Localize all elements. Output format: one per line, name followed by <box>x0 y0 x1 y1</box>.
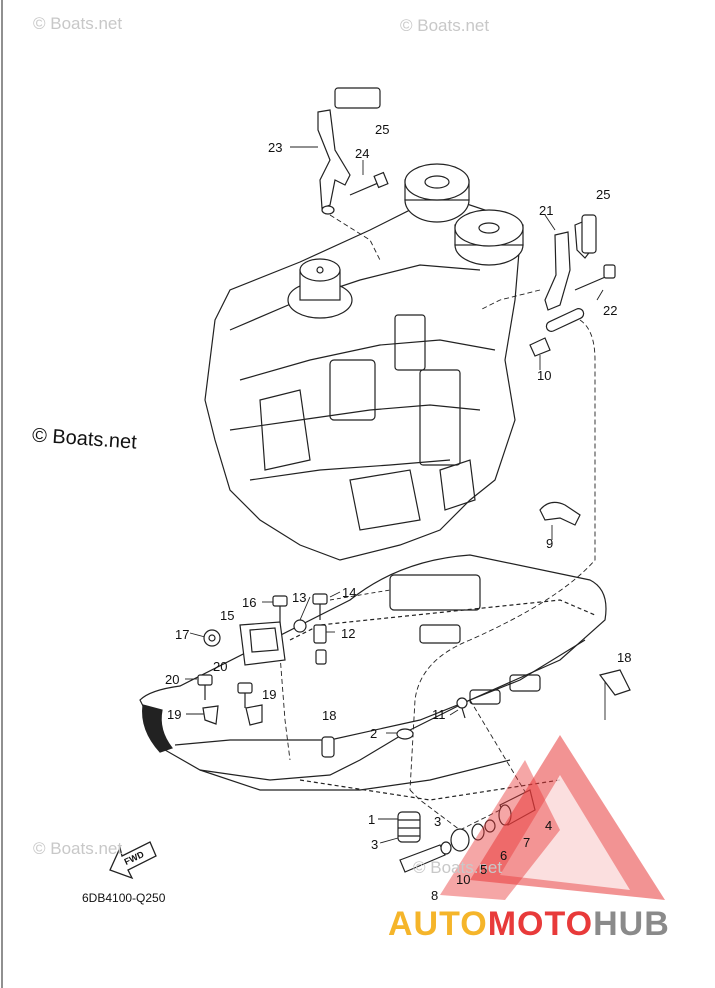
callout-13: 13 <box>292 590 307 605</box>
leader-lines <box>185 146 606 844</box>
grommet-17 <box>203 629 221 647</box>
callout-24: 24 <box>355 146 370 161</box>
automotohub-logo-mark <box>440 735 665 900</box>
callout-3-left: 3 <box>371 837 379 852</box>
callout-10-top: 10 <box>537 368 552 383</box>
callout-18-right: 18 <box>617 650 632 665</box>
plug-18-left <box>321 736 335 758</box>
callout-6: 6 <box>500 848 508 863</box>
watermark-top-left: © Boats.net <box>33 14 123 33</box>
bottom-cowling <box>139 554 607 801</box>
callout-2: 2 <box>370 726 378 741</box>
callout-4: 4 <box>545 818 553 833</box>
engine-block <box>204 199 521 561</box>
bracket-21 <box>544 214 597 311</box>
cam-pulley-right <box>404 163 470 223</box>
callout-1: 1 <box>368 812 376 827</box>
automotohub-logo-text: AUTOMOTOHUB <box>388 905 670 944</box>
callout-7: 7 <box>523 835 531 850</box>
bracket-15 <box>239 621 286 666</box>
hose-8 <box>399 844 446 873</box>
watermark-bottom-left: © Boats.net <box>33 839 123 858</box>
bolts-20 <box>197 674 253 708</box>
cam-pulley-left <box>287 258 353 319</box>
callout-21: 21 <box>539 203 554 218</box>
brand-part-hub: HUB <box>593 905 670 943</box>
bolt-24 <box>349 171 389 196</box>
callout-25-right: 25 <box>596 187 611 202</box>
callout-22: 22 <box>603 303 618 318</box>
callout-5: 5 <box>480 862 488 877</box>
callout-3-right: 3 <box>434 814 442 829</box>
clip-12 <box>313 624 327 665</box>
bolt-16 <box>272 595 288 625</box>
callout-18-left: 18 <box>322 708 337 723</box>
flywheel-pulley <box>454 209 524 266</box>
callout-10-bottom: 10 <box>456 872 471 887</box>
grommet-2 <box>396 728 414 740</box>
callout-8: 8 <box>431 888 439 903</box>
callout-14: 14 <box>342 585 357 600</box>
callout-9: 9 <box>546 536 554 551</box>
callout-12: 12 <box>341 626 356 641</box>
holder-10-top <box>529 308 585 357</box>
clip-10-bottom <box>440 841 452 855</box>
callout-16: 16 <box>242 595 257 610</box>
callout-19-a: 19 <box>167 707 182 722</box>
brand-part-moto: MOTO <box>487 905 594 943</box>
bolt-22 <box>574 264 616 291</box>
callout-20-b: 20 <box>213 659 228 674</box>
bracket-23 <box>317 87 381 215</box>
callout-17: 17 <box>175 627 190 642</box>
callout-15: 15 <box>220 608 235 623</box>
bolt-14 <box>312 593 328 620</box>
callout-25-top: 25 <box>375 122 390 137</box>
seals-5-6-7 <box>450 819 496 852</box>
clamp-9 <box>539 501 581 526</box>
watermark-bottom-mid: © Boats.net <box>413 858 503 877</box>
fwd-arrow <box>109 841 157 880</box>
watermark-top-right: © Boats.net <box>400 16 490 35</box>
diagram-code: 6DB4100-Q250 <box>82 891 166 905</box>
clip-18-right <box>598 669 631 696</box>
clips-19 <box>202 704 263 726</box>
callout-19-b: 19 <box>262 687 277 702</box>
nut-13 <box>293 619 307 633</box>
brand-part-auto: AUTO <box>388 905 488 943</box>
screw-11 <box>456 697 468 719</box>
callout-11: 11 <box>432 707 446 722</box>
callout-20-a: 20 <box>165 672 180 687</box>
grommet-1 <box>397 811 421 843</box>
callout-23: 23 <box>268 140 283 155</box>
